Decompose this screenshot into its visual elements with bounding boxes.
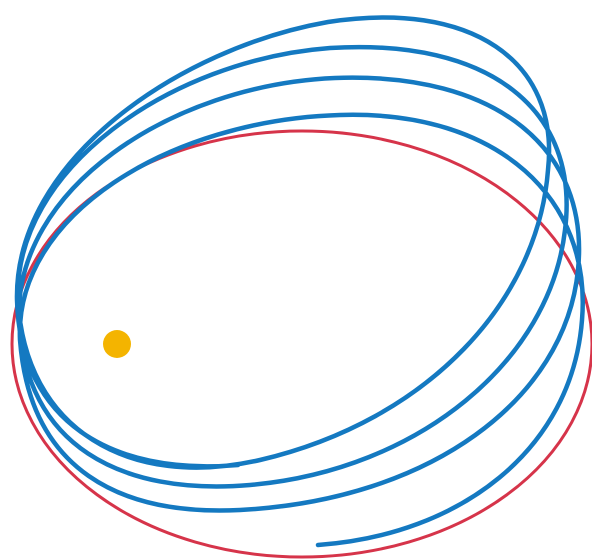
- precessing-orbit-path: [17, 17, 583, 545]
- sun-dot-icon: [103, 330, 131, 358]
